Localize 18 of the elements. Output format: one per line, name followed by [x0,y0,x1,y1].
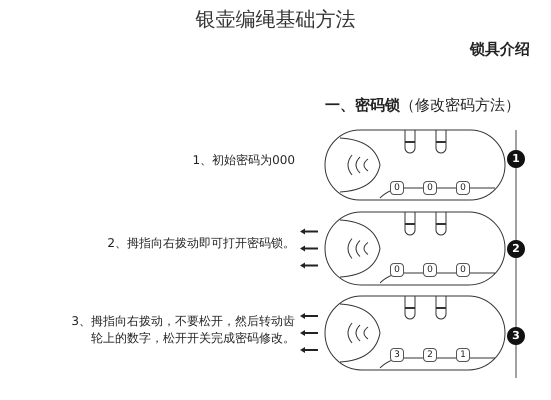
step-text: 3、拇指向右拨动，不要松开，然后转动齿轮上的数字，松开开关完成密码修改。 [70,313,295,347]
dial-digit: 1 [456,348,470,362]
step-number: 1 [507,150,525,168]
dial-digit: 3 [390,348,404,362]
dial-digit: 0 [456,263,470,277]
dial-digit: 0 [423,181,437,195]
heading: 锁具介绍 [468,40,530,59]
dial-digit: 0 [456,181,470,195]
title: 银壶编绳基础方法 [194,6,356,33]
step-text: 2、拇指向右拨动即可打开密码锁。 [106,235,295,252]
step-number: 2 [507,240,525,258]
step-number: 3 [507,327,525,345]
dial-digit: 0 [390,263,404,277]
section-heading: 一、密码锁（修改密码方法） [324,96,520,115]
dial-digit: 2 [423,348,437,362]
dial-digit: 0 [423,263,437,277]
step-text: 1、初始密码为000 [191,152,295,169]
dial-digit: 0 [390,181,404,195]
